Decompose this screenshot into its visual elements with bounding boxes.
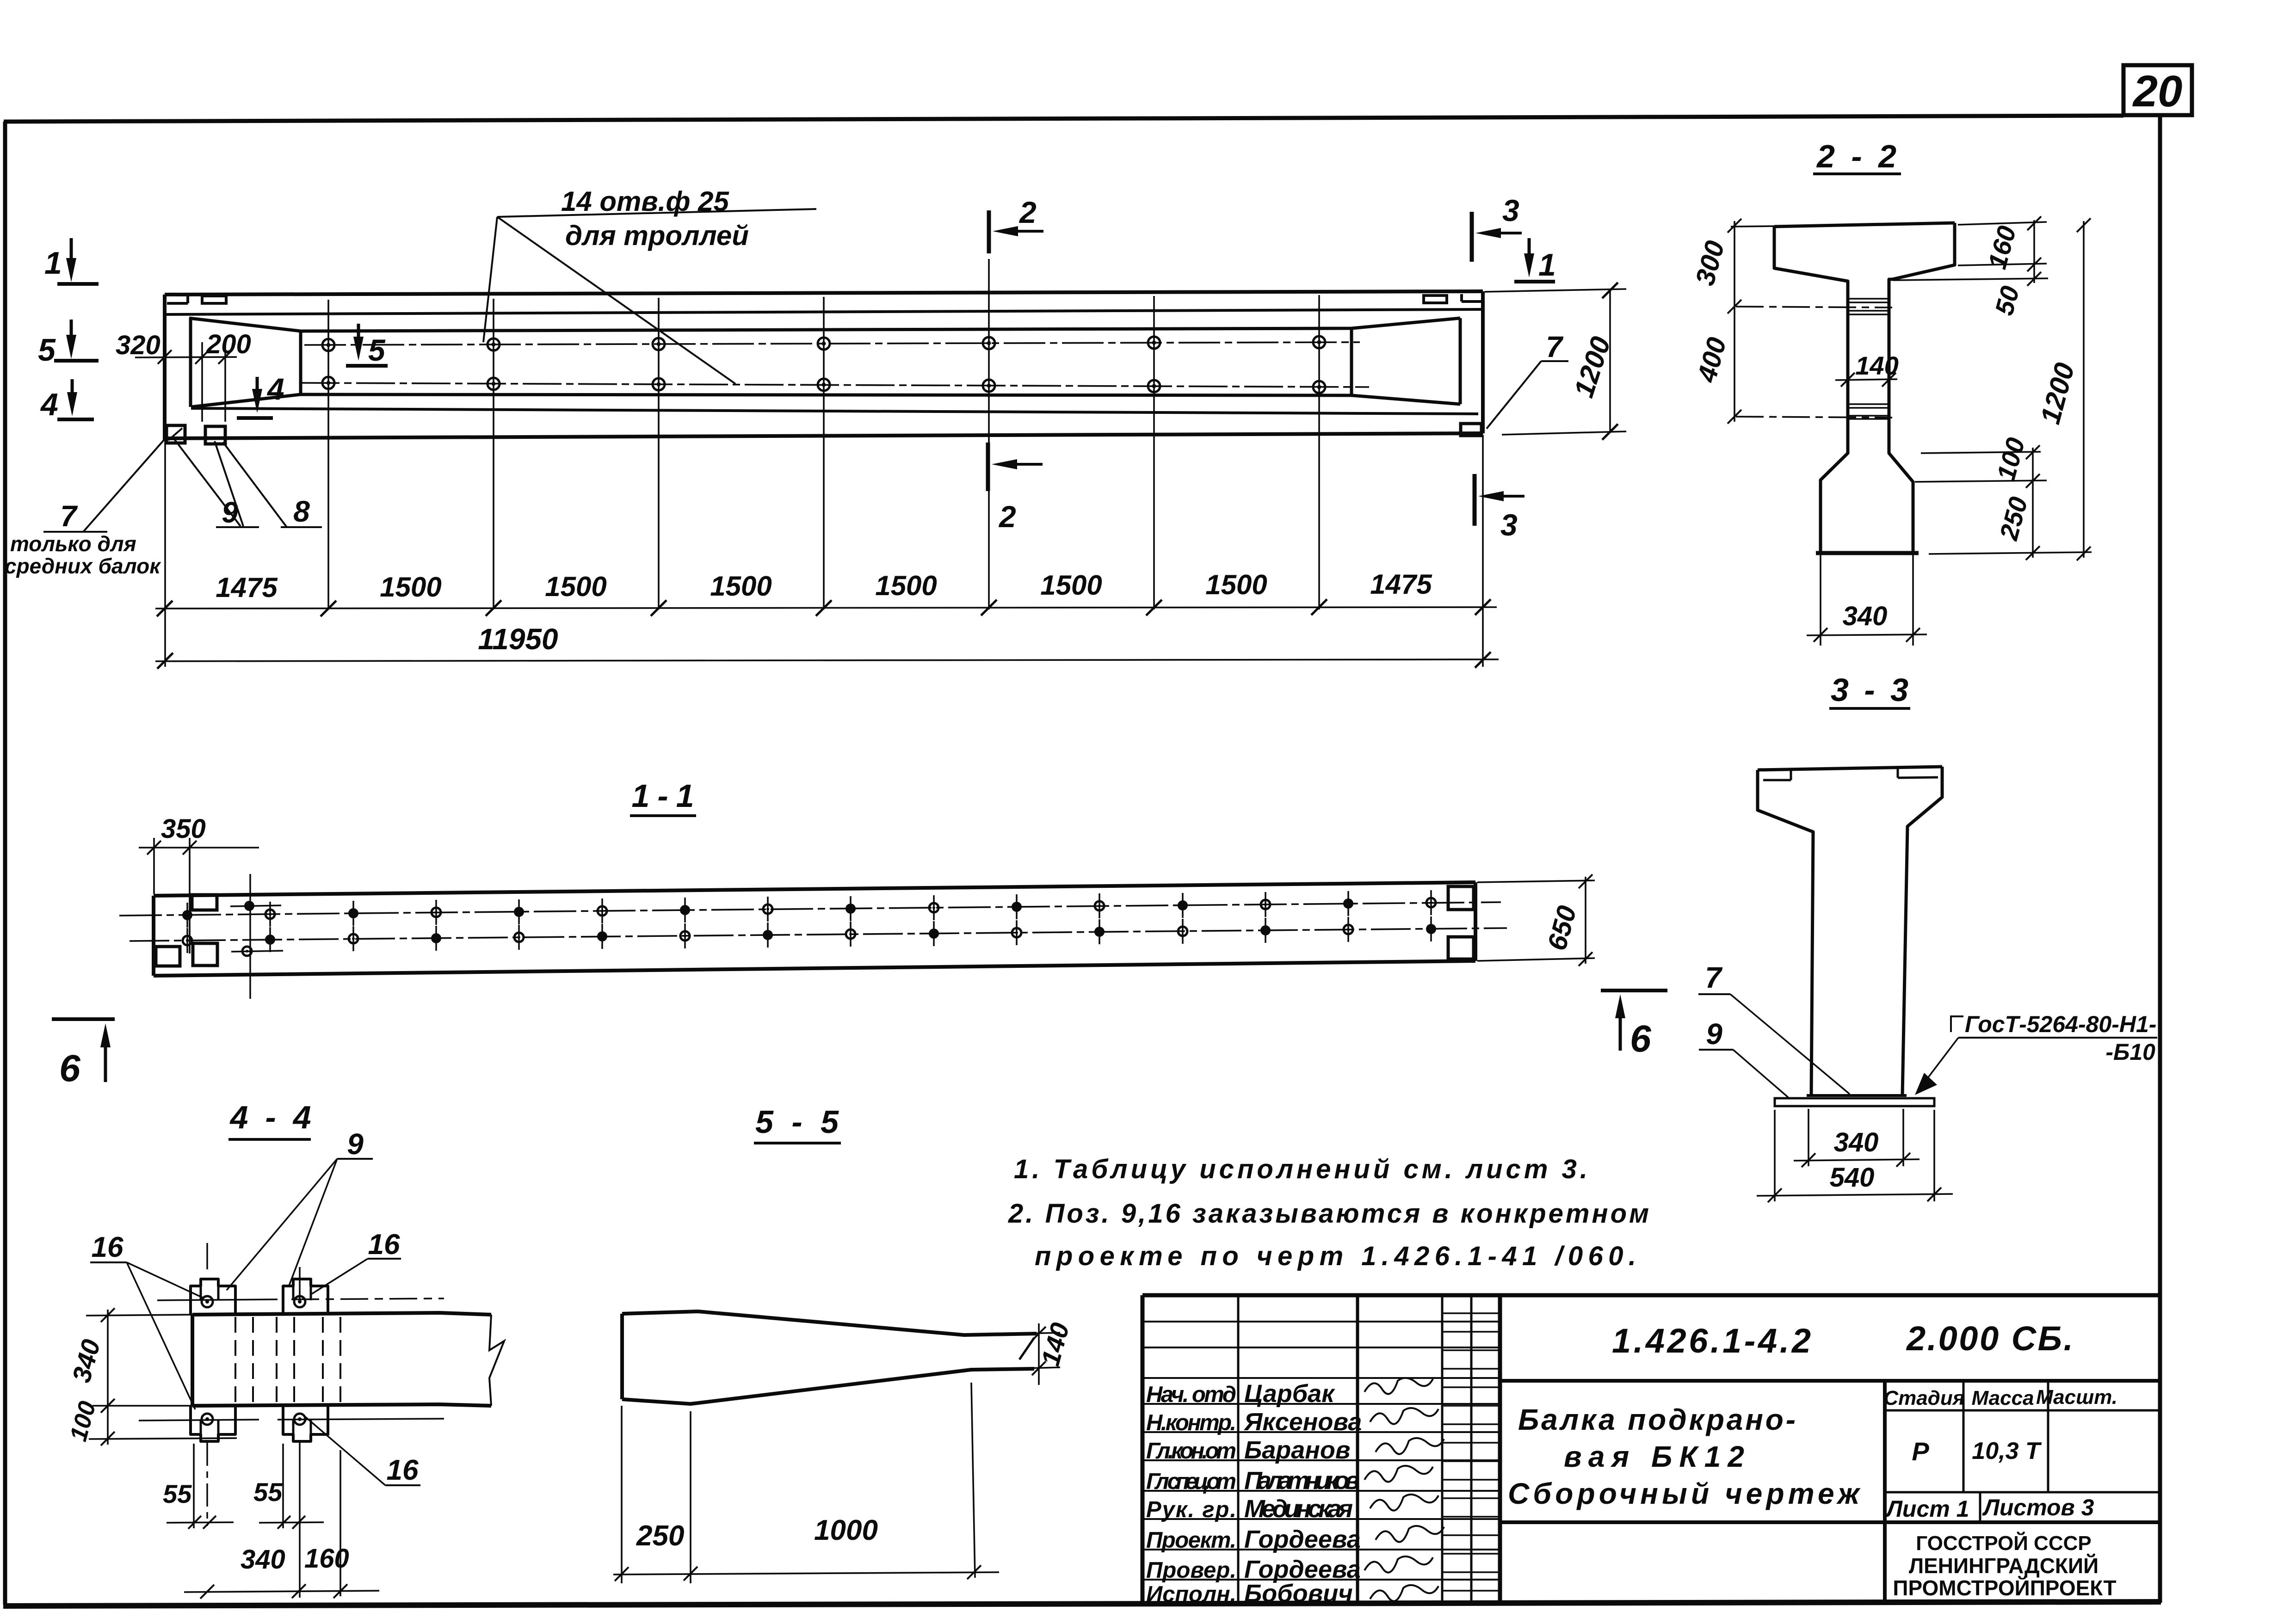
svg-text:Палатников: Палатников — [1244, 1467, 1360, 1495]
svg-text:5-5: 5-5 — [755, 1104, 839, 1140]
svg-text:9: 9 — [1706, 1017, 1722, 1051]
svg-text:20: 20 — [2132, 67, 2183, 116]
svg-text:3-3: 3-3 — [1831, 672, 1908, 708]
svg-text:Р: Р — [1912, 1437, 1929, 1466]
svg-text:1500: 1500 — [1040, 570, 1102, 601]
svg-text:6: 6 — [1630, 1018, 1652, 1060]
svg-text:1500: 1500 — [875, 570, 937, 601]
svg-text:Царбак: Царбак — [1244, 1380, 1335, 1408]
svg-text:1475: 1475 — [216, 572, 278, 603]
svg-text:1.426.1-4.2: 1.426.1-4.2 — [1612, 1322, 1811, 1360]
svg-text:340: 340 — [1834, 1127, 1879, 1157]
svg-text:Бобович: Бобович — [1244, 1580, 1353, 1607]
svg-text:Гордеева: Гордеева — [1244, 1526, 1361, 1553]
svg-text:Стадия: Стадия — [1883, 1387, 1964, 1409]
svg-text:Балка подкрано-: Балка подкрано- — [1518, 1403, 1796, 1436]
svg-text:ГосТ-5264-80-Н1-: ГосТ-5264-80-Н1- — [1965, 1011, 2156, 1037]
svg-text:Исполн.: Исполн. — [1146, 1582, 1236, 1607]
svg-text:1500: 1500 — [1205, 569, 1267, 600]
svg-text:55: 55 — [253, 1477, 283, 1507]
svg-text:Рук. гр.: Рук. гр. — [1146, 1497, 1236, 1522]
svg-text:Н.контр.: Н.контр. — [1146, 1410, 1236, 1435]
svg-text:16: 16 — [368, 1229, 400, 1261]
svg-text:Гл.кон.от: Гл.кон.от — [1146, 1439, 1236, 1464]
svg-text:10,3 Т: 10,3 Т — [1972, 1438, 2042, 1464]
svg-text:250: 250 — [636, 1520, 684, 1552]
svg-text:340: 340 — [1843, 601, 1888, 631]
svg-text:проекте по черт 1.426.1-41 /06: проекте по черт 1.426.1-41 /060. — [1035, 1241, 1636, 1271]
svg-text:Гл спец.от: Гл спец.от — [1146, 1469, 1236, 1494]
svg-text:2: 2 — [1018, 195, 1037, 229]
svg-text:3: 3 — [1500, 508, 1518, 542]
svg-text:1500: 1500 — [380, 572, 441, 603]
svg-text:ЛЕНИНГРАДСКИЙ: ЛЕНИНГРАДСКИЙ — [1909, 1554, 2098, 1578]
svg-text:7: 7 — [1705, 961, 1723, 994]
svg-text:1: 1 — [1538, 247, 1556, 283]
svg-text:Гордеева: Гордеева — [1244, 1556, 1361, 1583]
svg-text:2-2: 2-2 — [1816, 138, 1896, 174]
svg-text:140: 140 — [1855, 351, 1898, 380]
svg-text:4-4: 4-4 — [229, 1099, 311, 1135]
svg-text:5: 5 — [38, 332, 56, 368]
svg-text:ГОССТРОЙ СССР: ГОССТРОЙ СССР — [1916, 1531, 2091, 1555]
svg-text:7: 7 — [1546, 330, 1564, 363]
svg-text:200: 200 — [206, 329, 251, 359]
svg-text:1: 1 — [44, 246, 62, 281]
svg-text:7: 7 — [60, 499, 78, 533]
svg-text:2: 2 — [998, 499, 1016, 534]
svg-text:Провер.: Провер. — [1146, 1558, 1236, 1583]
svg-text:8: 8 — [293, 495, 310, 528]
svg-text:только для: только для — [10, 532, 136, 556]
svg-text:Проект.: Проект. — [1146, 1528, 1236, 1553]
svg-text:средних балок: средних балок — [5, 554, 161, 578]
svg-text:5: 5 — [368, 333, 386, 367]
svg-text:2.000 СБ.: 2.000 СБ. — [1906, 1319, 2073, 1358]
svg-text:55: 55 — [163, 1479, 192, 1508]
svg-text:9: 9 — [347, 1127, 364, 1161]
svg-text:1-1: 1-1 — [632, 778, 694, 814]
svg-text:4: 4 — [40, 387, 58, 422]
svg-text:1000: 1000 — [814, 1514, 878, 1546]
svg-text:Сборочный чертеж: Сборочный чертеж — [1508, 1477, 1861, 1510]
svg-text:1475: 1475 — [1370, 569, 1432, 600]
svg-text:Масшт.: Масшт. — [2036, 1386, 2117, 1409]
svg-text:ПРОМСТРОЙПРОЕКТ: ПРОМСТРОЙПРОЕКТ — [1893, 1576, 2116, 1600]
svg-text:Нач. отд: Нач. отд — [1146, 1382, 1236, 1407]
svg-text:2. Поз. 9,16 заказываются в ко: 2. Поз. 9,16 заказываются в конкретном — [1008, 1199, 1649, 1229]
svg-text:3: 3 — [1502, 193, 1519, 228]
svg-text:-Б10: -Б10 — [2105, 1039, 2155, 1065]
svg-text:340: 340 — [241, 1544, 285, 1575]
svg-text:11950: 11950 — [478, 622, 558, 656]
svg-text:16: 16 — [387, 1454, 419, 1486]
svg-text:Яксенова: Яксенова — [1243, 1408, 1362, 1436]
svg-text:для троллей: для троллей — [565, 220, 749, 251]
svg-text:350: 350 — [161, 814, 206, 844]
svg-text:Мединская: Мединская — [1244, 1495, 1353, 1523]
svg-text:Листов 3: Листов 3 — [1982, 1495, 2094, 1520]
svg-text:16: 16 — [92, 1231, 123, 1263]
svg-text:Масса: Масса — [1971, 1387, 2034, 1409]
svg-text:Баранов: Баранов — [1244, 1436, 1351, 1464]
svg-text:540: 540 — [1830, 1163, 1875, 1193]
svg-text:1. Таблицу исполнений см. лис: 1. Таблицу исполнений см. лист 3. — [1014, 1154, 1587, 1184]
svg-text:160: 160 — [304, 1544, 349, 1574]
svg-text:Лист 1: Лист 1 — [1885, 1496, 1969, 1522]
svg-text:6: 6 — [59, 1047, 81, 1089]
svg-text:1500: 1500 — [710, 571, 772, 602]
svg-text:1500: 1500 — [545, 571, 606, 602]
svg-text:320: 320 — [116, 330, 160, 360]
svg-text:4: 4 — [266, 372, 284, 406]
svg-text:вая БК12: вая БК12 — [1564, 1440, 1744, 1473]
